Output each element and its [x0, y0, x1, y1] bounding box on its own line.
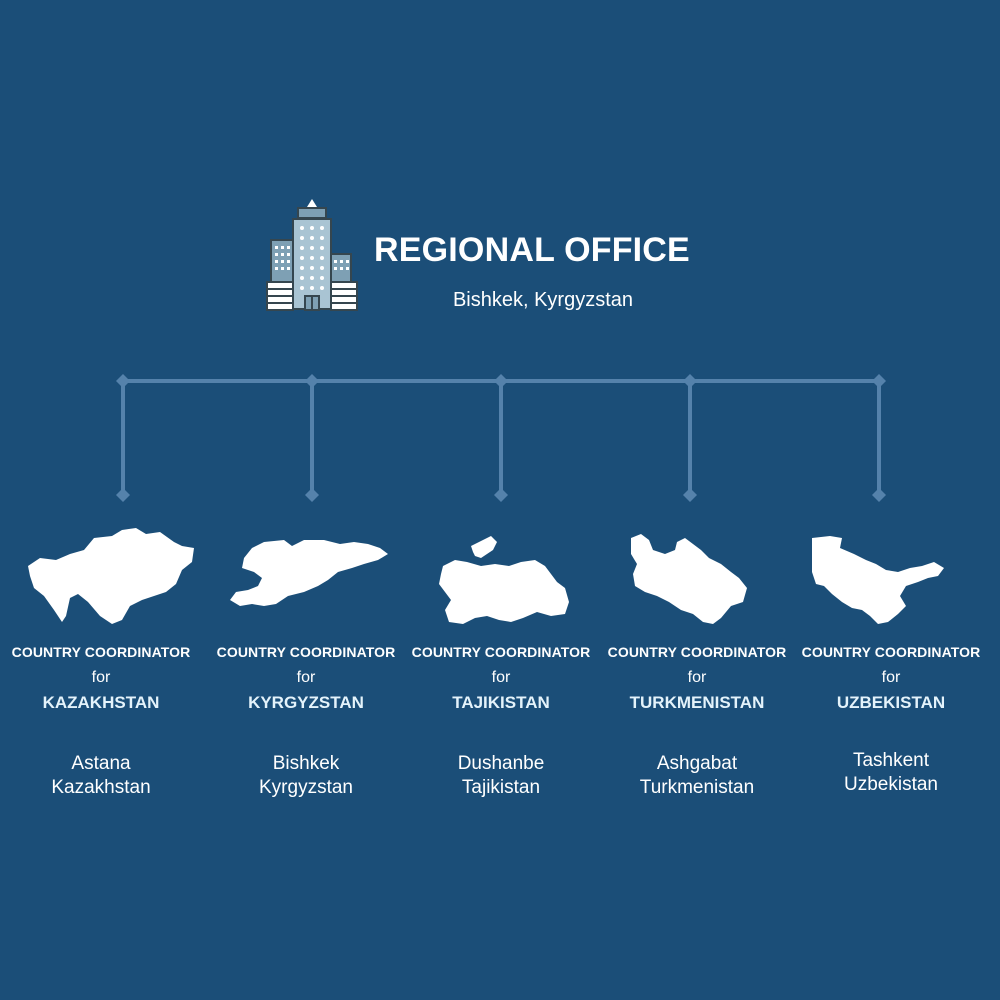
- kyrgyzstan-map-icon: [228, 526, 390, 630]
- coordinator-card-kyrgyzstan: COUNTRY COORDINATOR for KYRGYZSTAN Bishk…: [206, 520, 406, 820]
- coordinator-role-label: COUNTRY COORDINATOR: [411, 644, 591, 660]
- coordinator-card-tajikistan: COUNTRY COORDINATOR for TAJIKISTAN Dusha…: [401, 520, 601, 820]
- uzbekistan-map-icon: [810, 526, 948, 630]
- connector-node: [494, 488, 508, 502]
- country-line-kazakhstan: Kazakhstan: [51, 777, 151, 798]
- for-label: for: [687, 669, 707, 686]
- for-label: for: [296, 669, 316, 686]
- country-name-tajikistan: TAJIKISTAN: [452, 693, 550, 712]
- connector-node: [305, 374, 319, 388]
- coordinator-role-label: COUNTRY COORDINATOR: [216, 644, 396, 660]
- coordinator-card-turkmenistan: COUNTRY COORDINATOR for TURKMENISTAN Ash…: [597, 520, 797, 820]
- connector-node: [872, 488, 886, 502]
- country-line-kyrgyzstan: Kyrgyzstan: [259, 777, 353, 798]
- for-label: for: [491, 669, 511, 686]
- turkmenistan-map-icon: [627, 526, 751, 630]
- coordinator-card-kazakhstan: COUNTRY COORDINATOR for KAZAKHSTAN Astan…: [1, 520, 201, 820]
- coordinator-card-uzbekistan: COUNTRY COORDINATOR for UZBEKISTAN Tashk…: [791, 520, 991, 820]
- for-label: for: [881, 669, 901, 686]
- regional-office-title: REGIONAL OFFICE: [374, 231, 690, 269]
- country-name-turkmenistan: TURKMENISTAN: [629, 693, 765, 712]
- city-astana: Astana: [71, 753, 131, 774]
- coordinator-role-label: COUNTRY COORDINATOR: [607, 644, 787, 660]
- country-line-tajikistan: Tajikistan: [461, 777, 541, 798]
- city-dushanbe: Dushanbe: [457, 753, 545, 774]
- connector-node: [116, 374, 130, 388]
- city-bishkek: Bishkek: [272, 753, 340, 774]
- kazakhstan-map-icon: [26, 526, 196, 630]
- city-ashgabat: Ashgabat: [656, 753, 738, 774]
- coordinator-role-label: COUNTRY COORDINATOR: [11, 644, 191, 660]
- for-label: for: [91, 669, 111, 686]
- tajikistan-map-icon: [437, 526, 571, 630]
- country-line-turkmenistan: Turkmenistan: [639, 777, 755, 798]
- country-name-kazakhstan: KAZAKHSTAN: [42, 693, 160, 712]
- connector-node: [683, 374, 697, 388]
- connector-node: [305, 488, 319, 502]
- connector-node: [683, 488, 697, 502]
- country-name-kyrgyzstan: KYRGYZSTAN: [248, 693, 364, 712]
- coordinator-role-label: COUNTRY COORDINATOR: [801, 644, 981, 660]
- city-tashkent: Tashkent: [852, 750, 930, 771]
- office-building-icon: [262, 196, 362, 316]
- country-line-uzbekistan: Uzbekistan: [844, 774, 938, 795]
- regional-office-location: Bishkek, Kyrgyzstan: [452, 289, 634, 311]
- connector-node: [494, 374, 508, 388]
- connector-node: [116, 488, 130, 502]
- connector-node: [872, 374, 886, 388]
- country-name-uzbekistan: UZBEKISTAN: [836, 693, 946, 712]
